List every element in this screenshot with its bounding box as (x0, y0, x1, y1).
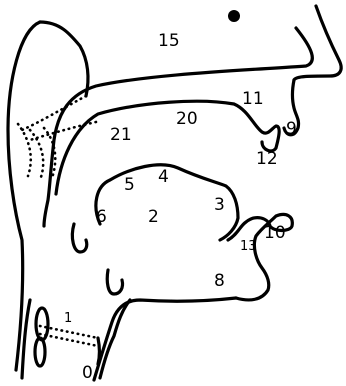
vocal-cord-outline (98, 338, 100, 364)
label-5: 5 (124, 175, 135, 195)
label-0: 0 (82, 363, 93, 383)
epiglottis-small-outline (107, 270, 122, 294)
jaw-outline (94, 298, 236, 380)
epiglottis-outline (72, 224, 86, 252)
trachea-ring-lower (35, 338, 45, 366)
velum-dotted-region-2 (30, 122, 96, 140)
label-2: 2 (148, 207, 159, 227)
label-8: 8 (214, 271, 225, 291)
larynx-back-outline (22, 300, 30, 378)
label-12: 12 (256, 149, 278, 169)
label-4: 4 (158, 167, 169, 187)
velum-dotted-region-1 (22, 96, 86, 130)
label-1: 1 (64, 311, 72, 326)
label-6: 6 (96, 207, 107, 227)
label-3: 3 (214, 195, 225, 215)
label-15: 15 (158, 31, 180, 51)
label-11: 11 (242, 89, 264, 109)
reference-dot (228, 10, 240, 22)
label-9: 9 (286, 119, 297, 139)
label-21: 21 (110, 125, 132, 145)
velum-outline (40, 22, 88, 96)
label-20: 20 (176, 109, 198, 129)
label-13: 13 (240, 239, 257, 254)
velum-dotted-region-3 (18, 124, 31, 176)
larynx-front-outline (100, 300, 130, 378)
label-10: 10 (264, 223, 286, 243)
nose-outline (294, 6, 341, 80)
